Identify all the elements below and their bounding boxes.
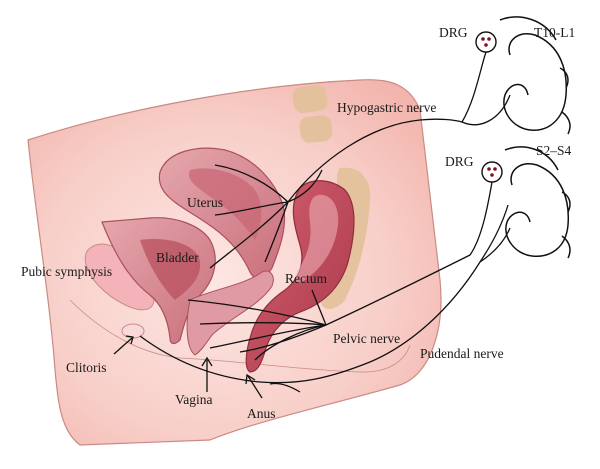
label-t10-l1: T10-L1 xyxy=(534,25,575,40)
rectum-lumen xyxy=(295,194,339,283)
label-rectum: Rectum xyxy=(285,271,327,286)
label-drg-lower: DRG xyxy=(445,154,474,169)
label-bladder: Bladder xyxy=(156,250,199,265)
vagina-shape xyxy=(186,270,274,356)
label-clitoris: Clitoris xyxy=(66,360,107,375)
label-vagina: Vagina xyxy=(175,392,213,407)
pelvic-nerve-line xyxy=(325,181,493,326)
label-uterus: Uterus xyxy=(187,195,223,210)
anus-arrow xyxy=(247,375,263,399)
clitoris-arrow xyxy=(113,337,133,355)
body-silhouette xyxy=(27,79,442,446)
label-pelvic-nerve: Pelvic nerve xyxy=(333,331,400,346)
bladder-inner xyxy=(140,239,201,300)
label-hypogastric-nerve: Hypogastric nerve xyxy=(337,100,436,115)
hypogastric-nerve-line xyxy=(287,51,487,203)
spinal-segment-upper xyxy=(499,16,571,135)
uterus-shape xyxy=(158,147,286,279)
uterus-cavity xyxy=(188,168,262,240)
label-pointers xyxy=(113,335,263,399)
label-anus: Anus xyxy=(247,406,276,421)
drg-cells-lower xyxy=(487,167,497,177)
pudendal-nerve-line xyxy=(139,204,509,384)
drg-ganglion-lower xyxy=(481,161,503,183)
label-pudendal-nerve: Pudendal nerve xyxy=(420,346,504,361)
nerve-fibers xyxy=(139,51,511,393)
drg-ganglion-upper xyxy=(475,31,497,53)
label-drg-upper: DRG xyxy=(439,25,468,40)
label-pubic-symphysis: Pubic symphysis xyxy=(21,264,112,279)
drg-cells-upper xyxy=(481,37,491,47)
spinal-segment-lower xyxy=(504,146,571,259)
label-s2-s4: S2–S4 xyxy=(536,143,572,158)
